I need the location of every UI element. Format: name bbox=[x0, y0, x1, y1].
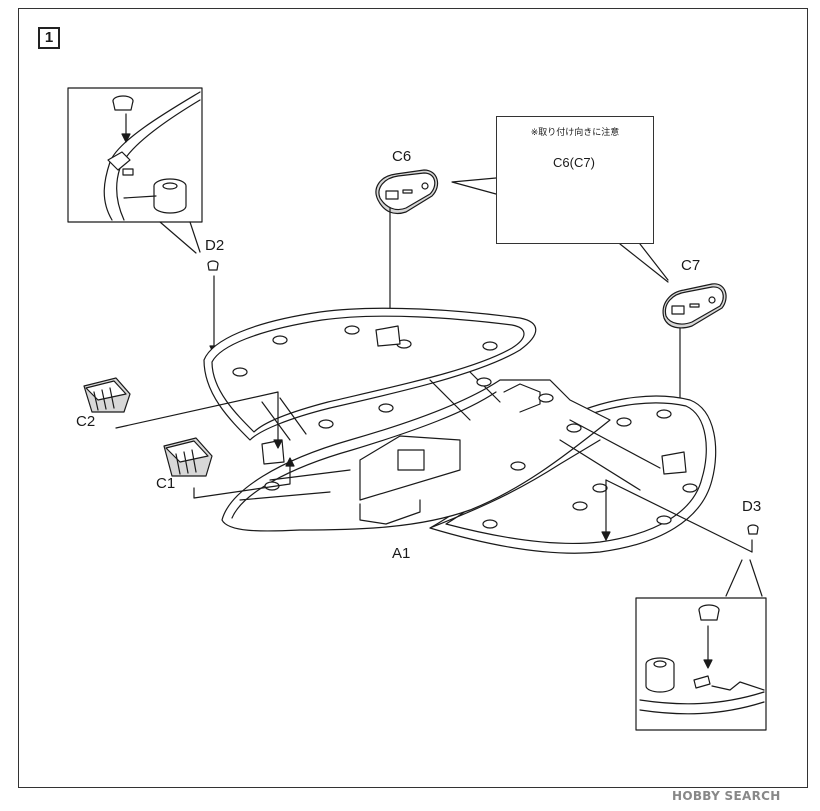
label-c6: C6 bbox=[392, 148, 412, 165]
label-c2: C2 bbox=[76, 413, 96, 430]
label-d3: D3 bbox=[742, 498, 762, 515]
label-c1: C1 bbox=[156, 475, 176, 492]
note-part-label: C6(C7) bbox=[553, 155, 595, 170]
note-title: ※取り付け向きに注意 bbox=[530, 128, 620, 138]
label-a1: A1 bbox=[392, 545, 411, 562]
step-number: 1 bbox=[38, 27, 60, 49]
label-c7: C7 bbox=[681, 257, 701, 274]
orientation-note: ※取り付け向きに注意 C6(C7) bbox=[496, 116, 654, 244]
page-frame bbox=[18, 8, 808, 788]
watermark: HOBBY SEARCH bbox=[672, 789, 781, 803]
label-d2: D2 bbox=[205, 237, 225, 254]
